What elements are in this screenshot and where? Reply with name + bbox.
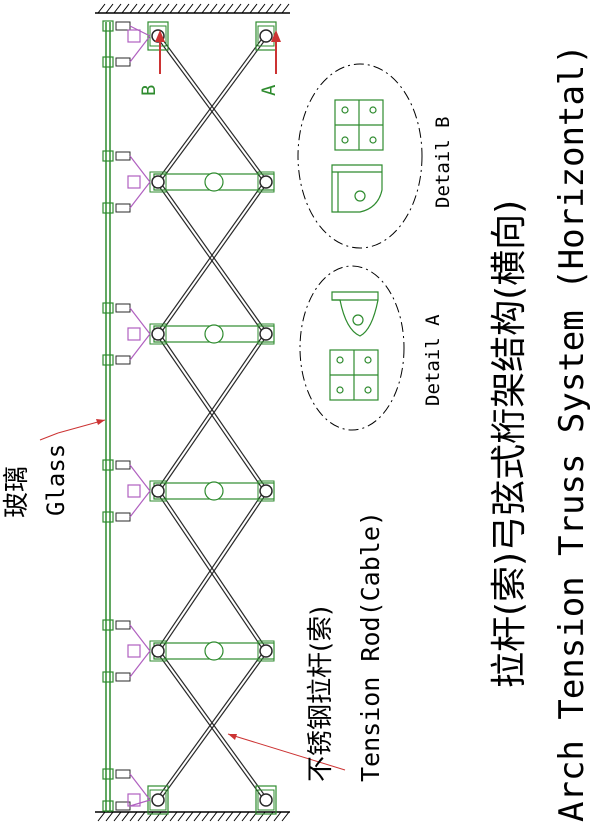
glass-label-cn: 玻璃 — [2, 465, 32, 518]
spider-arm — [129, 181, 151, 209]
node-bracket — [257, 789, 275, 811]
node-bracket — [257, 640, 275, 662]
glass-clamp — [102, 202, 114, 214]
tension-rods — [155, 35, 269, 801]
node-bracket — [257, 171, 275, 193]
glass-clamp — [102, 511, 114, 523]
detail-b-hinge — [334, 99, 384, 151]
detail-b-bracket — [331, 164, 383, 213]
clamp-bolt — [115, 151, 131, 161]
detail-a-bracket — [331, 291, 379, 337]
node-pin — [259, 644, 273, 658]
glass-clamp — [102, 800, 114, 812]
clamp-bolt — [115, 203, 131, 213]
rod-line — [159, 35, 269, 183]
title-en: Arch Tension Truss System (Horizontal) — [552, 44, 592, 822]
strut-hub — [204, 481, 224, 501]
rod-line — [159, 181, 269, 335]
struts — [147, 21, 277, 815]
glass-label-en: Glass — [42, 443, 70, 516]
clamp-bolt — [115, 460, 131, 470]
glass-clamp — [102, 150, 114, 162]
glass-clamp — [102, 354, 114, 366]
glass-clamp — [102, 619, 114, 631]
title-cn: 拉杆(索)弓弦式桁架结构(横向) — [489, 199, 530, 688]
section-arrow-b — [155, 30, 165, 74]
spider-body — [127, 29, 141, 43]
node-pin — [259, 484, 273, 498]
rod-line — [155, 650, 265, 801]
clamp-bolt — [115, 512, 131, 522]
section-arrow-a — [271, 30, 281, 74]
spider-arm — [129, 624, 151, 652]
node-pin — [259, 793, 273, 807]
spider-body — [127, 175, 141, 189]
hatch-wall-top — [95, 3, 290, 14]
rod-line — [155, 490, 265, 652]
clamp-bolt — [115, 672, 131, 682]
spider-arm — [129, 490, 151, 518]
rod-leader — [227, 733, 346, 771]
glass-clamp — [102, 671, 114, 683]
node-pin — [259, 327, 273, 341]
rod-line — [159, 333, 269, 492]
node-pin — [151, 644, 165, 658]
spider-arm — [129, 333, 151, 361]
detail-a-hinge — [329, 349, 379, 401]
node-pin — [259, 29, 273, 43]
rod-label-en: Tension Rod(Cable) — [356, 511, 385, 782]
spider-body — [127, 793, 141, 807]
clamp-bolt — [115, 21, 131, 31]
glass-clamp — [102, 302, 114, 314]
clamp-bolt — [115, 620, 131, 630]
rod-line — [159, 650, 269, 801]
rod-line — [159, 490, 269, 652]
glass-clamp — [102, 768, 114, 780]
strut-hub — [204, 172, 224, 192]
node-bracket — [257, 323, 275, 345]
strut-hub — [204, 324, 224, 344]
spider-arm — [129, 155, 151, 183]
spider-arm — [129, 650, 151, 678]
clamp-bolt — [115, 303, 131, 313]
clamp-bolt — [115, 355, 131, 365]
node-pin — [151, 793, 165, 807]
rod-label-cn: 不锈钢拉杆(索) — [306, 605, 336, 782]
detail-a-bubble — [299, 265, 405, 431]
detail-b-bubble — [297, 63, 423, 249]
rod-line — [155, 181, 265, 335]
node-pin — [151, 484, 165, 498]
glass-fittings — [102, 20, 151, 812]
glass-pane — [105, 22, 111, 812]
marker-b-label: B — [138, 84, 160, 96]
spider-body — [127, 644, 141, 658]
spider-body — [127, 327, 141, 341]
clamp-bolt — [115, 769, 131, 779]
rod-line — [155, 333, 265, 492]
end-plate — [255, 785, 277, 815]
glass-clamp — [102, 459, 114, 471]
spider-body — [127, 484, 141, 498]
glass-leader — [39, 419, 106, 441]
spider-arm — [129, 773, 151, 801]
detail-a-label: Detail A — [422, 314, 444, 406]
strut-hub — [204, 641, 224, 661]
hatch-wall-bottom — [95, 811, 290, 822]
marker-a-label: A — [258, 84, 280, 96]
glass-clamp — [102, 20, 114, 32]
clamp-bolt — [115, 57, 131, 67]
spider-arm — [129, 35, 151, 63]
node-pin — [259, 175, 273, 189]
end-plate — [147, 21, 169, 51]
rod-line — [155, 35, 265, 183]
node-pin — [151, 175, 165, 189]
node-bracket — [257, 480, 275, 502]
detail-b-label: Detail B — [432, 116, 454, 208]
node-pin — [151, 327, 165, 341]
glass-clamp — [102, 56, 114, 68]
spider-arm — [129, 464, 151, 492]
spider-arm — [129, 307, 151, 335]
